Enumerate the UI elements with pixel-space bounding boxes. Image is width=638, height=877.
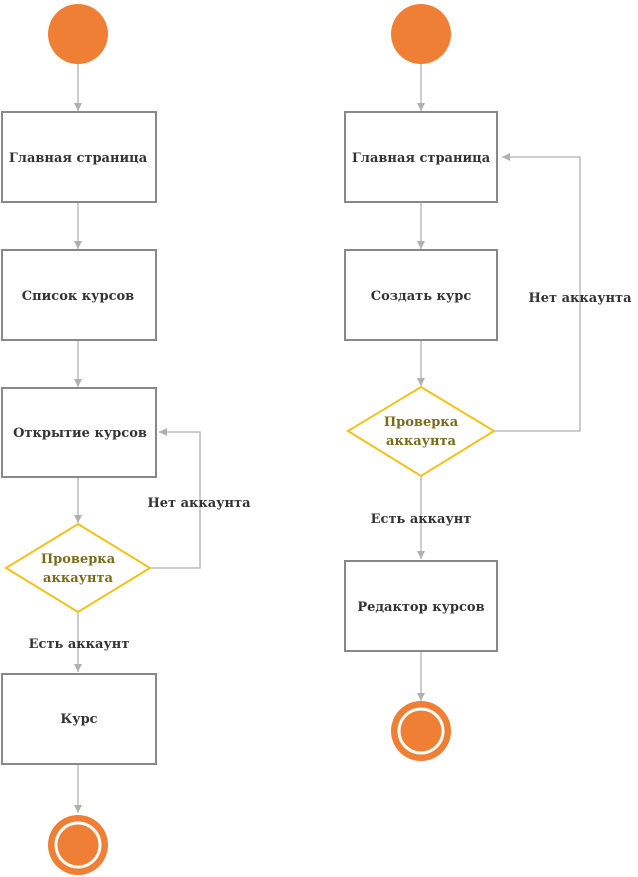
- left-no-account-label: Нет аккаунта: [147, 496, 251, 511]
- right-edge-no-account-loop: [494, 153, 581, 432]
- left-course-list-label: Список курсов: [22, 289, 134, 304]
- right-main-page-box: [344, 111, 498, 203]
- left-check-account-decision: [4, 522, 152, 614]
- left-edge-no-account-loop: [150, 428, 201, 569]
- right-start-node: [391, 4, 451, 64]
- right-has-account-label: Есть аккаунт: [371, 512, 472, 527]
- left-open-courses-box: [1, 387, 157, 478]
- left-end-node: [48, 815, 108, 875]
- right-check-account-decision: [346, 385, 496, 478]
- right-check-line2: аккаунта: [386, 434, 457, 449]
- right-no-account-label: Нет аккаунта: [528, 291, 632, 306]
- left-flow: Главная страница Список курсов Открытие …: [1, 4, 251, 875]
- left-course-label: Курс: [60, 712, 97, 727]
- right-create-course-label: Создать курс: [371, 289, 472, 304]
- left-open-courses-label: Открытие курсов: [13, 426, 147, 441]
- left-check-line2: аккаунта: [43, 571, 114, 586]
- left-check-line1: Проверка: [41, 552, 116, 567]
- right-create-course-box: [344, 249, 498, 341]
- left-main-page-box: [1, 111, 157, 203]
- left-course-list-box: [1, 249, 157, 341]
- left-course-box: [1, 673, 157, 765]
- right-main-page-label: Главная страница: [352, 151, 491, 166]
- right-flow: Главная страница Создать курс Проверка а…: [344, 4, 632, 761]
- right-course-editor-box: [344, 560, 498, 652]
- left-main-page-label: Главная страница: [9, 151, 148, 166]
- right-end-node: [391, 701, 451, 761]
- left-start-node: [48, 4, 108, 64]
- left-has-account-label: Есть аккаунт: [29, 637, 130, 652]
- right-course-editor-label: Редактор курсов: [357, 600, 484, 615]
- right-check-line1: Проверка: [384, 415, 459, 430]
